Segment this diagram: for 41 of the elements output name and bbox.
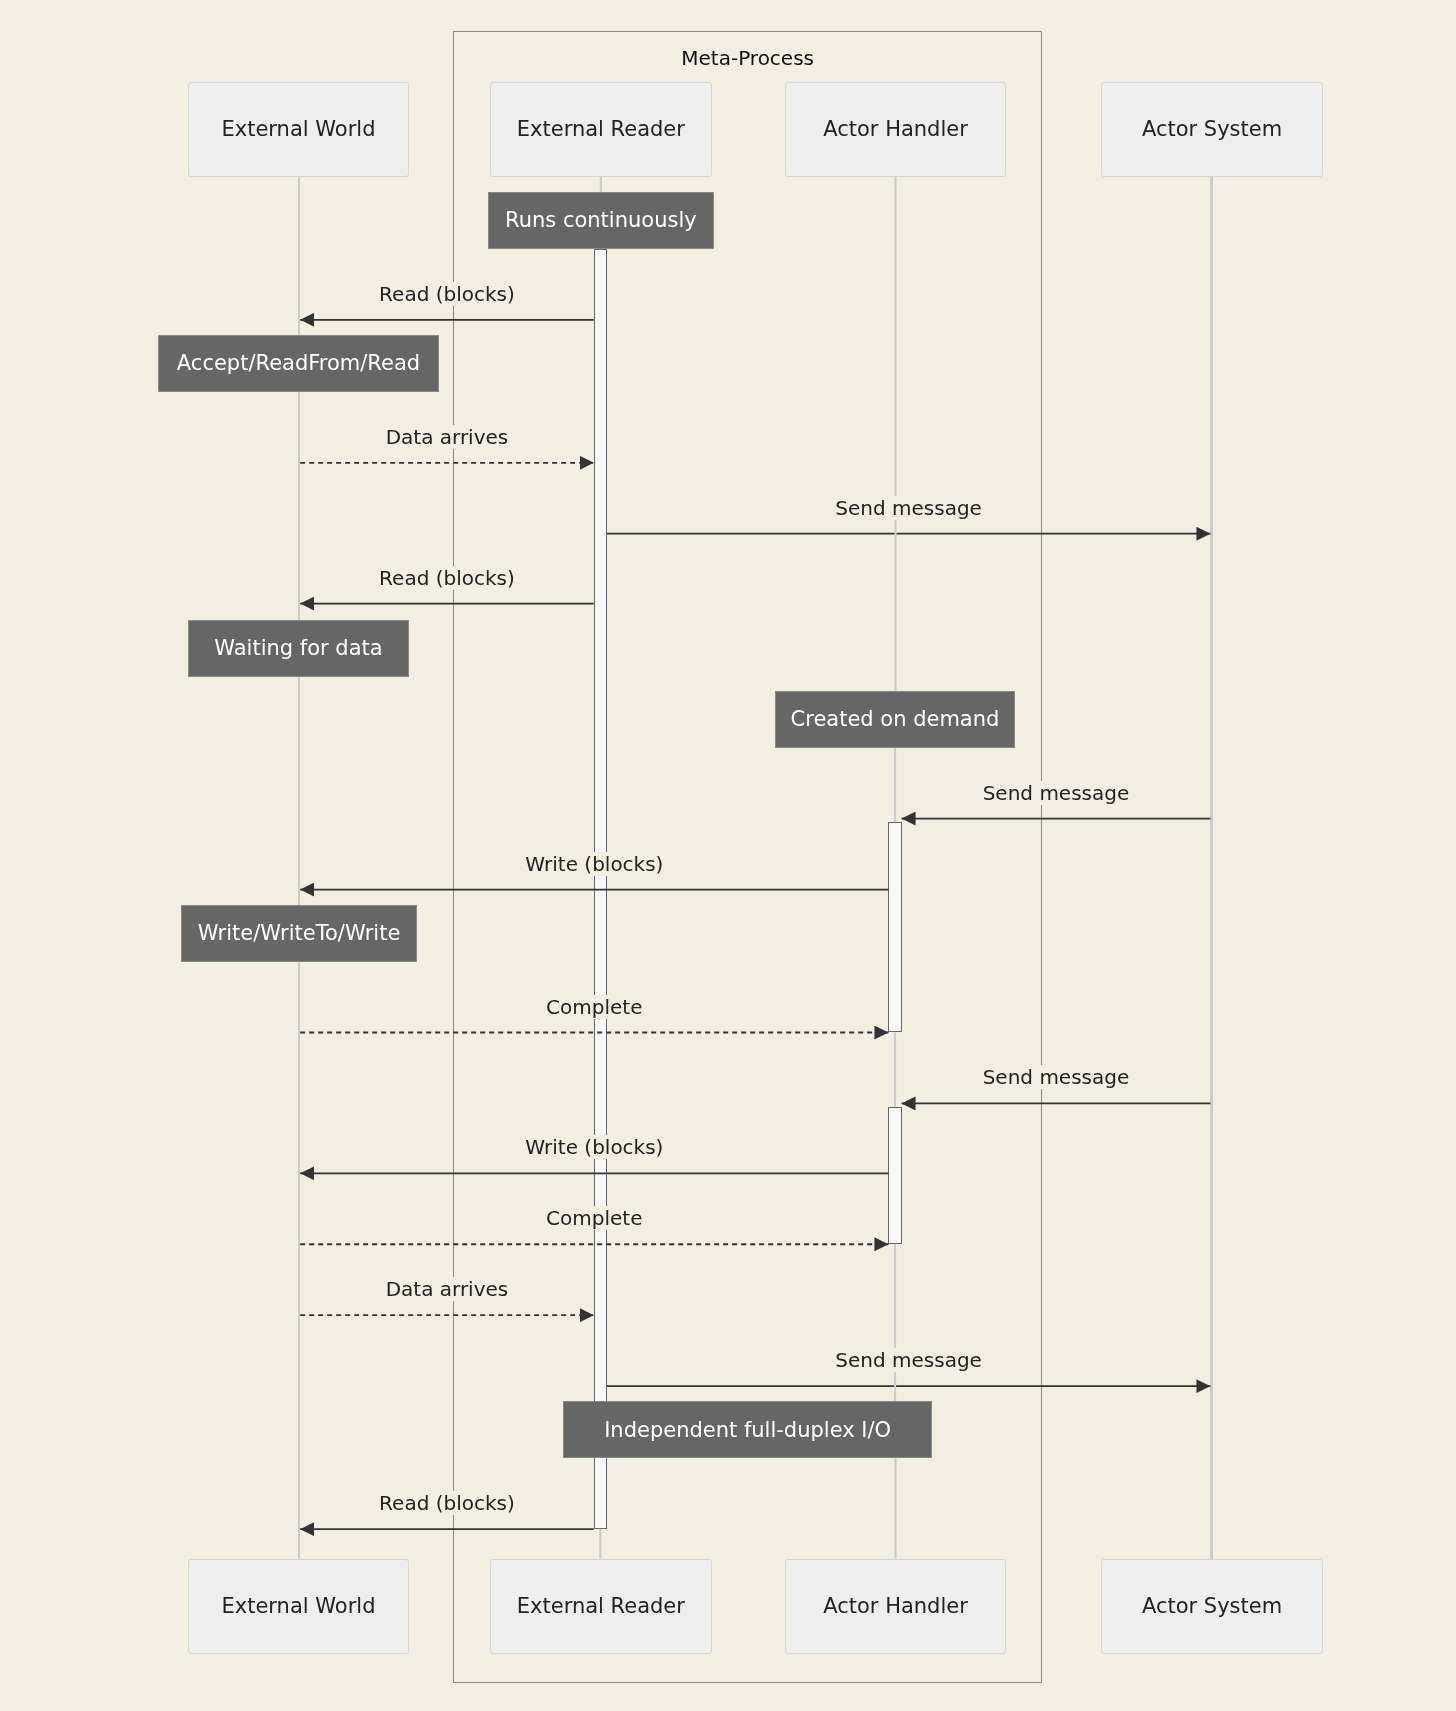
participant-box: Actor Handler <box>784 81 1007 177</box>
participant-box: Actor System <box>1101 1558 1323 1654</box>
note-box: Created on demand <box>774 690 1016 748</box>
note-box: Independent full-duplex I/O <box>563 1401 933 1459</box>
activation-bar <box>888 821 902 1033</box>
participant-box: External Reader <box>490 81 712 177</box>
message-arrow <box>299 1308 595 1323</box>
note-box: Waiting for data <box>187 619 410 677</box>
lifeline <box>297 961 301 1559</box>
message-arrow <box>299 1237 890 1252</box>
note-box: Write/WriteTo/Write <box>181 904 417 962</box>
note-box: Runs continuously <box>487 192 714 249</box>
activation-bar <box>888 1106 902 1245</box>
lifeline <box>297 391 301 620</box>
participant-box: Actor System <box>1101 81 1323 177</box>
lifeline <box>599 176 602 193</box>
message-arrow <box>299 1522 595 1537</box>
participant-box: External Reader <box>490 1558 712 1654</box>
lifeline <box>894 176 897 691</box>
lifeline <box>1210 176 1213 1559</box>
message-arrow <box>299 312 595 327</box>
lifeline <box>894 1458 897 1559</box>
message-arrow <box>900 1096 1212 1111</box>
lifeline <box>297 676 301 905</box>
participant-box: External World <box>187 1558 410 1654</box>
message-arrow <box>299 1166 890 1181</box>
message-arrow <box>299 596 595 611</box>
note-box: Accept/ReadFrom/Read <box>158 335 439 392</box>
lifeline <box>599 1529 602 1559</box>
participant-box: External World <box>187 81 410 177</box>
message-arrow <box>299 455 595 470</box>
participant-box: Actor Handler <box>784 1558 1007 1654</box>
message-arrow <box>299 882 890 897</box>
group-title: Meta-Process <box>681 45 814 70</box>
message-arrow <box>605 526 1212 541</box>
message-arrow <box>299 1025 890 1040</box>
message-arrow <box>900 811 1212 826</box>
lifeline <box>893 1032 897 1107</box>
message-arrow <box>605 1379 1212 1394</box>
lifeline <box>297 176 301 336</box>
lifeline <box>893 747 897 822</box>
